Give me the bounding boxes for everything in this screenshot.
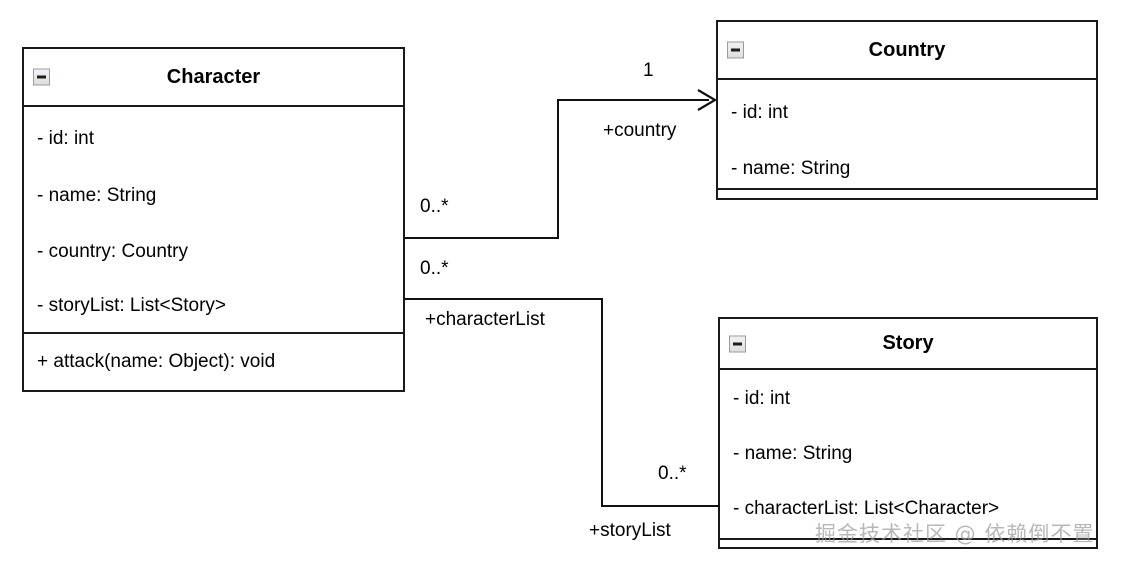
uml-class-country[interactable]: Country - id: int - name: String bbox=[716, 20, 1098, 200]
role-label-story-list: +storyList bbox=[589, 520, 671, 541]
uml-method: + attack(name: Object): void bbox=[37, 351, 276, 372]
uml-class-title-story: Story bbox=[882, 332, 934, 354]
uml-class-character[interactable]: Character - id: int - name: String - cou… bbox=[22, 47, 405, 392]
uml-attribute: - id: int bbox=[731, 102, 789, 123]
association-character-story-segment bbox=[601, 298, 603, 507]
uml-attribute: - id: int bbox=[733, 388, 791, 409]
uml-attribute: - name: String bbox=[731, 158, 851, 179]
uml-attribute: - id: int bbox=[37, 128, 95, 149]
uml-attribute: - characterList: List<Character> bbox=[733, 498, 1000, 519]
uml-attributes-country: - id: int - name: String bbox=[718, 80, 1096, 188]
minus-icon[interactable] bbox=[729, 335, 746, 352]
minus-icon[interactable] bbox=[33, 68, 50, 86]
minus-icon[interactable] bbox=[727, 41, 744, 59]
role-label-country: +country bbox=[603, 120, 677, 141]
open-arrow-icon bbox=[697, 89, 718, 111]
association-character-country-segment bbox=[557, 99, 559, 239]
uml-class-story[interactable]: Story - id: int - name: String - charact… bbox=[718, 317, 1098, 549]
multiplicity-target-character-country: 1 bbox=[643, 60, 654, 81]
association-character-story-segment bbox=[601, 505, 720, 507]
uml-methods-character: + attack(name: Object): void bbox=[24, 332, 403, 390]
uml-attribute: - name: String bbox=[733, 443, 853, 464]
uml-class-header-character: Character bbox=[24, 49, 403, 107]
uml-methods-country bbox=[718, 188, 1096, 198]
uml-class-title-character: Character bbox=[166, 65, 261, 88]
multiplicity-source-character-story: 0..* bbox=[420, 258, 449, 279]
uml-attribute: - name: String bbox=[37, 185, 157, 206]
uml-attributes-story: - id: int - name: String - characterList… bbox=[720, 370, 1096, 538]
uml-attributes-character: - id: int - name: String - country: Coun… bbox=[24, 107, 403, 332]
multiplicity-target-character-story: 0..* bbox=[658, 463, 687, 484]
uml-methods-story bbox=[720, 538, 1096, 547]
uml-class-header-country: Country bbox=[718, 22, 1096, 80]
association-character-country-segment bbox=[405, 237, 559, 239]
uml-attribute: - storyList: List<Story> bbox=[37, 295, 227, 316]
uml-class-header-story: Story bbox=[720, 319, 1096, 370]
role-label-character-list: +characterList bbox=[425, 309, 545, 330]
association-character-story-segment bbox=[405, 298, 603, 300]
multiplicity-source-character-country: 0..* bbox=[420, 196, 449, 217]
association-character-country-segment bbox=[557, 99, 709, 101]
uml-attribute: - country: Country bbox=[37, 241, 188, 262]
uml-class-title-country: Country bbox=[868, 38, 946, 61]
